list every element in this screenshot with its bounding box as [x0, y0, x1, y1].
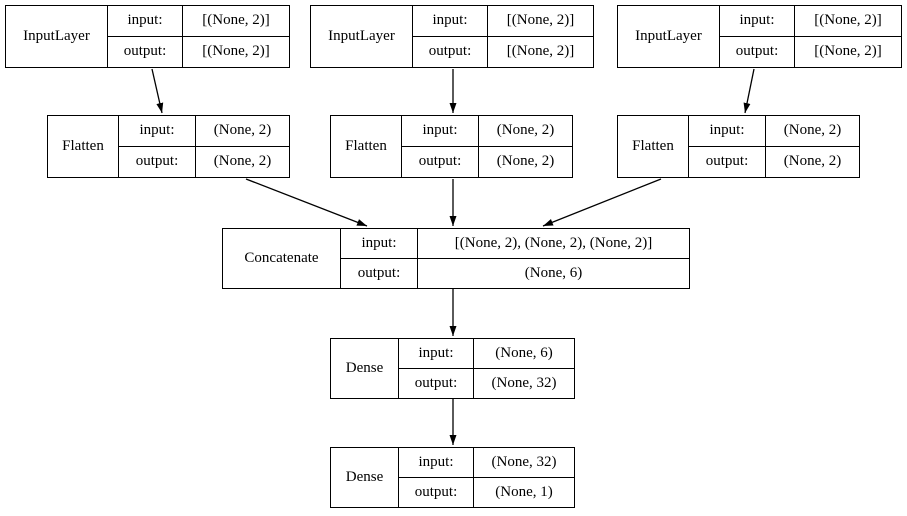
- layer-label: Flatten: [331, 116, 402, 177]
- output-value: [(None, 2)]: [506, 43, 575, 60]
- input-value: (None, 2): [766, 116, 859, 147]
- node-flatten-1: Flatten input: (None, 2) output: (None, …: [47, 115, 290, 178]
- layer-label: Dense: [331, 339, 399, 398]
- layer-label: InputLayer: [311, 6, 413, 67]
- output-key: output:: [341, 258, 418, 288]
- edge-arrow-flatten3-concatenate: [542, 178, 662, 227]
- input-key: input:: [720, 6, 795, 37]
- input-key: input:: [402, 116, 479, 147]
- input-value: [(None, 2)]: [488, 6, 593, 37]
- input-key: input:: [119, 116, 196, 147]
- output-key: output:: [720, 36, 795, 67]
- input-value: (None, 2): [479, 116, 572, 147]
- input-value: (None, 6): [474, 339, 574, 369]
- edge-arrow-input1-flatten1: [151, 68, 164, 114]
- node-input-layer-1: InputLayer input: [(None, 2)] output: [(…: [5, 5, 290, 68]
- output-key: output:: [399, 368, 474, 398]
- input-value: (None, 32): [474, 448, 574, 478]
- input-key: input:: [108, 6, 183, 37]
- node-input-layer-2: InputLayer input: [(None, 2)] output: [(…: [310, 5, 594, 68]
- output-key: output:: [402, 146, 479, 177]
- node-dense-1: Dense input: (None, 6) output: (None, 32…: [330, 338, 575, 399]
- output-key: output:: [399, 477, 474, 507]
- layer-label: InputLayer: [618, 6, 720, 67]
- node-input-layer-3: InputLayer input: [(None, 2)] output: [(…: [617, 5, 902, 68]
- edge-arrow-input3-flatten3: [743, 68, 755, 114]
- layer-label: InputLayer: [6, 6, 108, 67]
- output-key: output:: [689, 146, 766, 177]
- output-value: (None, 1): [495, 483, 553, 500]
- output-key: output:: [108, 36, 183, 67]
- input-value: [(None, 2)]: [183, 6, 289, 37]
- input-key: input:: [689, 116, 766, 147]
- input-key: input:: [413, 6, 488, 37]
- node-concatenate: Concatenate input: [(None, 2), (None, 2)…: [222, 228, 690, 289]
- output-value: [(None, 2)]: [202, 43, 270, 60]
- output-value: (None, 2): [783, 153, 842, 170]
- output-value: (None, 2): [496, 153, 555, 170]
- input-value: [(None, 2)]: [795, 6, 901, 37]
- output-value: (None, 6): [524, 264, 583, 281]
- input-value: (None, 2): [196, 116, 289, 147]
- node-dense-2: Dense input: (None, 32) output: (None, 1…: [330, 447, 575, 508]
- input-key: input:: [399, 339, 474, 369]
- layer-label: Flatten: [48, 116, 119, 177]
- output-value: (None, 32): [491, 374, 557, 391]
- input-value: [(None, 2), (None, 2), (None, 2)]: [418, 229, 689, 259]
- node-flatten-3: Flatten input: (None, 2) output: (None, …: [617, 115, 860, 178]
- edge-arrow-flatten1-concatenate: [245, 178, 368, 227]
- input-key: input:: [341, 229, 418, 259]
- layer-label: Dense: [331, 448, 399, 507]
- input-key: input:: [399, 448, 474, 478]
- node-flatten-2: Flatten input: (None, 2) output: (None, …: [330, 115, 573, 178]
- output-key: output:: [413, 36, 488, 67]
- layer-label: Concatenate: [223, 229, 341, 288]
- output-value: (None, 2): [213, 153, 272, 170]
- output-value: [(None, 2)]: [814, 43, 882, 60]
- output-key: output:: [119, 146, 196, 177]
- layer-label: Flatten: [618, 116, 689, 177]
